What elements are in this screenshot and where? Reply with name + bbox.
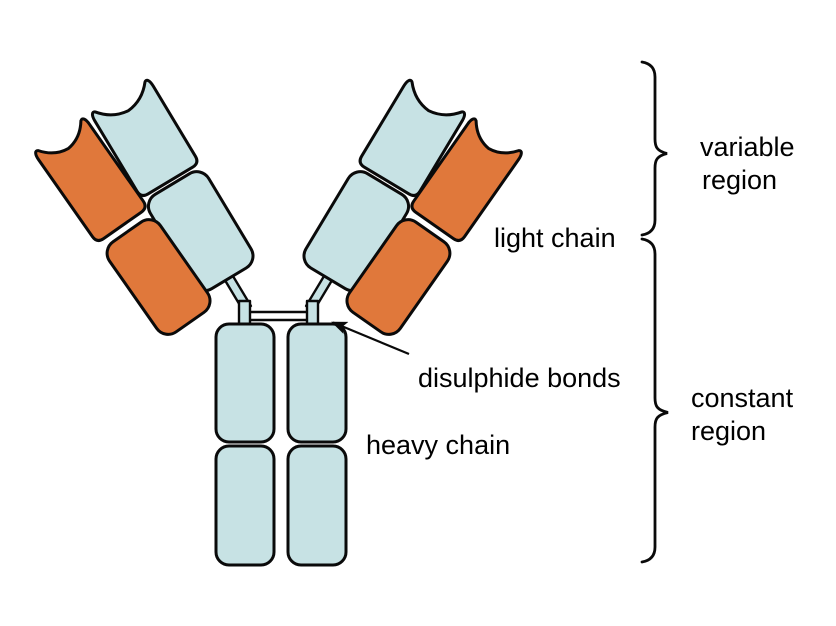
left-stalk-upper-domain <box>214 322 276 444</box>
constant-region-label-line1: constant <box>691 383 794 413</box>
light-chain-label: light chain <box>494 223 616 253</box>
disulphide-bonds-label: disulphide bonds <box>418 363 621 393</box>
constant-region-brace <box>640 237 669 564</box>
left-stalk-lower-domain <box>214 444 276 567</box>
heavy-chain-label: heavy chain <box>366 430 510 460</box>
right-stalk-upper-domain <box>286 322 348 444</box>
right-stalk-lower-domain <box>286 444 348 567</box>
variable-region-label-line2: region <box>702 165 777 195</box>
constant-region-label-line2: region <box>691 416 766 446</box>
disulphide-bonds-arrow <box>331 321 410 356</box>
variable-region-brace <box>640 60 668 237</box>
variable-region-label-line1: variable <box>700 132 795 162</box>
